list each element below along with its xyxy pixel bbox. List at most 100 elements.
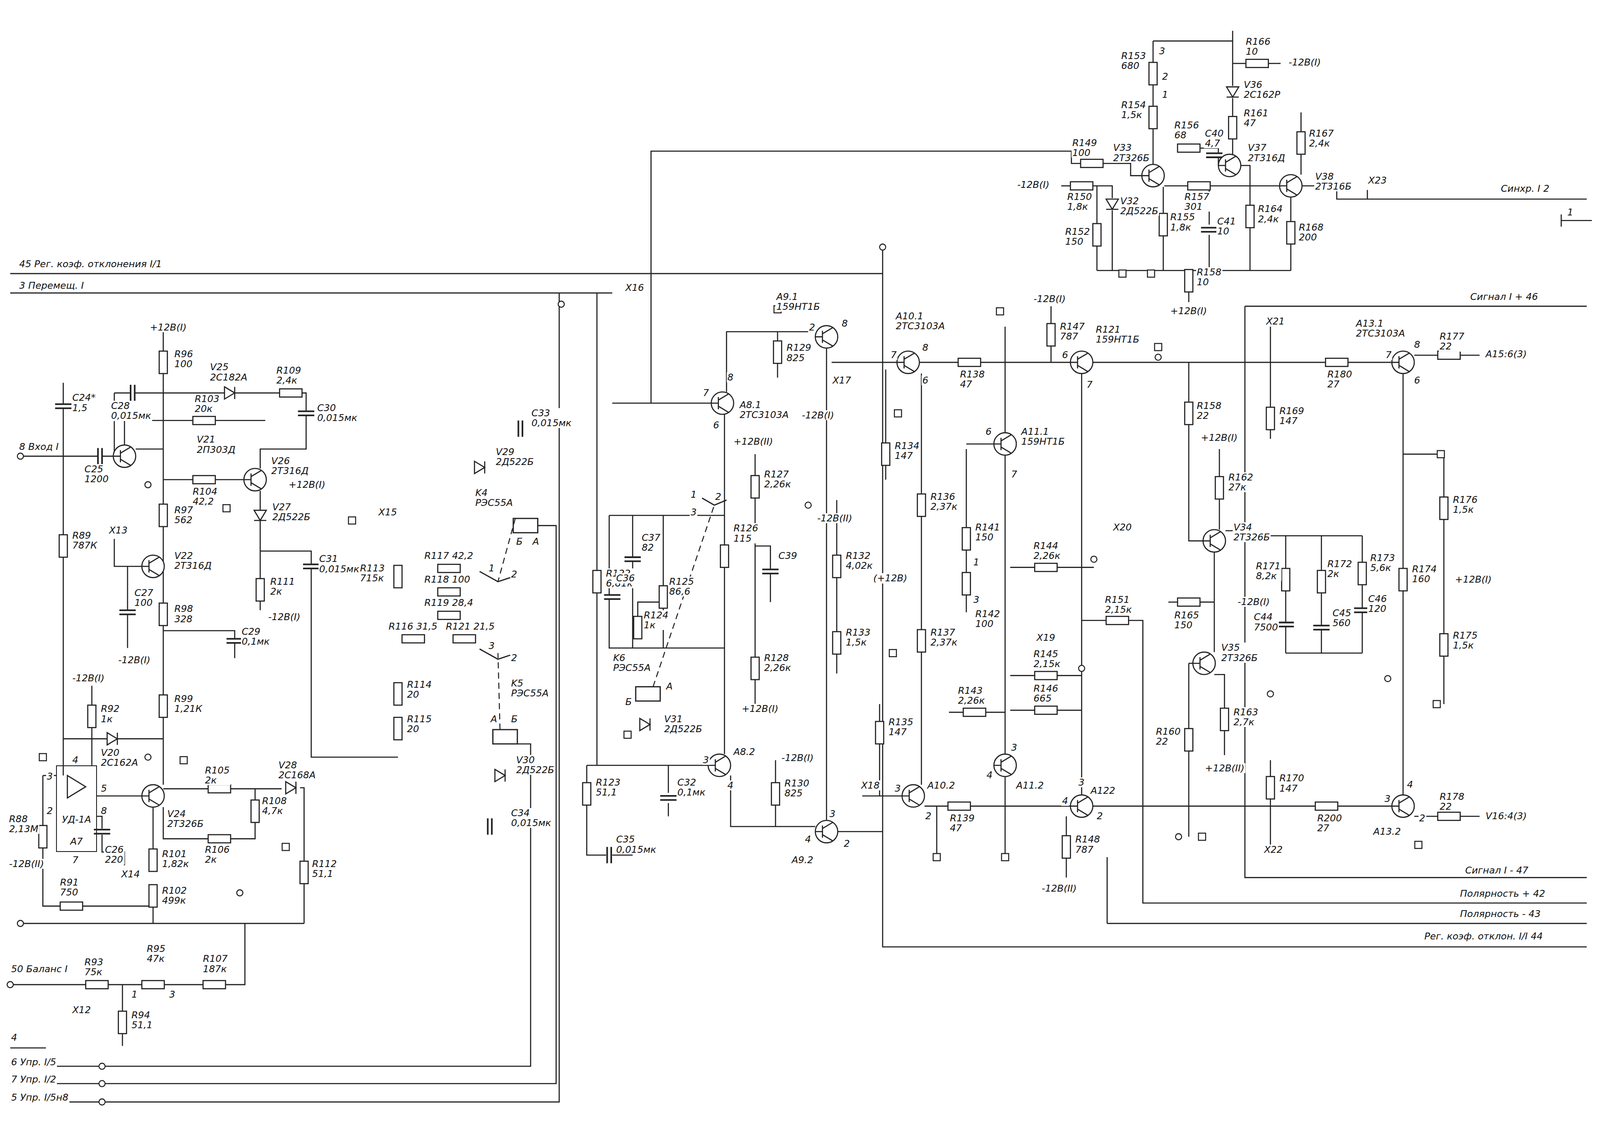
schematic-label: A9.2: [790, 855, 815, 866]
schematic-label: 1: [689, 489, 698, 500]
wire: [1300, 154, 1302, 175]
terminal: [1175, 834, 1182, 841]
wire: [920, 652, 922, 785]
capacitor-symbol: [603, 595, 622, 600]
schematic-label: R146 665: [1032, 683, 1060, 704]
schematic-label: A11.2: [1015, 780, 1045, 791]
resistor-symbol: [1034, 563, 1057, 572]
schematic-label: +12В(I): [740, 703, 780, 714]
schematic-label: V36 2С162Р: [1242, 79, 1282, 100]
wire: [1269, 799, 1272, 847]
wire: [1004, 455, 1007, 755]
wire: [1152, 128, 1154, 165]
terminal: [236, 890, 243, 897]
wire: [1164, 185, 1188, 187]
schematic-label: 1: [487, 563, 496, 574]
transistor-symbol: [1141, 164, 1165, 188]
wire: [260, 551, 399, 758]
resistor-symbol: [437, 564, 461, 573]
schematic-label: R114 20: [406, 679, 433, 700]
resistor-symbol: [393, 565, 403, 588]
test-point: [894, 409, 902, 418]
schematic-label: R167 2,4к: [1308, 128, 1335, 149]
wire: [612, 854, 633, 857]
schematic-label: -12В(I): [1016, 179, 1051, 190]
schematic-label: R163 2,7к: [1232, 707, 1260, 728]
transistor-body: [1391, 351, 1415, 374]
schematic-label: X23: [1367, 175, 1388, 186]
wire: [612, 402, 712, 404]
wire: [1402, 373, 1404, 569]
capacitor-plate: [1200, 231, 1218, 233]
wire: [730, 775, 816, 827]
wire: [1004, 776, 1007, 858]
wire: [303, 884, 305, 924]
capacitor-gap: [118, 610, 138, 615]
schematic-label: C25 1200: [83, 464, 110, 485]
transistor-leads: [141, 787, 160, 806]
schematic-label: 8: [840, 318, 849, 329]
capacitor-gap: [623, 557, 642, 562]
wire: [20, 923, 304, 925]
wire: [1010, 566, 1035, 569]
resistor-symbol: [393, 682, 403, 706]
schematic-label: C41 10: [1216, 216, 1237, 237]
schematic-label: 45 Рег. коэф. отклонения I/1: [18, 259, 163, 269]
wire: [1460, 354, 1480, 357]
resistor-symbol: [159, 504, 168, 527]
wire: [609, 515, 725, 649]
wire: [1208, 234, 1210, 271]
wire: [965, 550, 968, 573]
schematic-label: C44 7500: [1253, 612, 1279, 632]
terminal: [1078, 665, 1085, 672]
transistor-leads: [1070, 796, 1088, 816]
wire: [1010, 709, 1035, 712]
schematic-label: X15: [377, 507, 398, 518]
schematic-label: R145 2,15к: [1032, 649, 1062, 669]
schematic-label: A10.1 2ТС3103А: [894, 311, 946, 332]
wire: [965, 449, 968, 528]
wire: [1057, 709, 1082, 712]
resistor-symbol: [1439, 634, 1448, 657]
resistor-symbol: [1325, 358, 1348, 367]
capacitor-plate: [762, 572, 779, 575]
wire: [1443, 519, 1445, 634]
resistor-symbol: [592, 570, 601, 594]
schematic-label: A13.2: [1372, 826, 1402, 837]
capacitor-plate: [1206, 156, 1223, 159]
wire: [662, 515, 664, 586]
resistor-symbol: [750, 475, 760, 499]
schematic-label: R148 787: [1074, 834, 1101, 855]
schematic-label: 7: [1010, 469, 1019, 480]
wire: [1269, 326, 1272, 408]
schematic-label: X16: [624, 282, 645, 293]
wire: [121, 1034, 124, 1047]
schematic-label: R134 147: [893, 440, 921, 461]
resistor-symbol: [1215, 476, 1224, 500]
schematic-label: R180 27: [1326, 369, 1354, 390]
schematic-label: R170 147: [1278, 773, 1305, 794]
capacitor-gap: [1205, 153, 1224, 158]
wire: [230, 822, 256, 840]
resistor-symbol: [1177, 598, 1200, 607]
schematic-label: Рег. коэф. отклон. I/I 44: [1423, 931, 1544, 942]
capacitor-symbol: [92, 829, 112, 834]
wire: [1414, 354, 1438, 357]
transistor-body: [1391, 795, 1415, 818]
wire: [965, 595, 968, 613]
wire: [163, 630, 235, 659]
schematic-label: V35 2Т326Б: [1220, 642, 1259, 663]
schematic-label: R178 22: [1438, 791, 1466, 812]
schematic-label: R88 2,13М: [8, 814, 40, 835]
resistor-symbol: [963, 708, 986, 717]
schematic-label: 7: [1384, 350, 1393, 360]
schematic-label: R104 42,2: [191, 486, 219, 507]
schematic-label: R133 1,5к: [844, 627, 872, 648]
wire: [1010, 675, 1035, 677]
schematic-label: R94 51,1: [130, 1010, 154, 1031]
wire: [980, 362, 1071, 364]
schematic-label: 4: [1406, 779, 1414, 790]
schematic-label: K4 РЭС55А: [474, 487, 514, 508]
schematic-label: X21: [1265, 316, 1286, 327]
capacitor-plate: [1313, 628, 1330, 631]
